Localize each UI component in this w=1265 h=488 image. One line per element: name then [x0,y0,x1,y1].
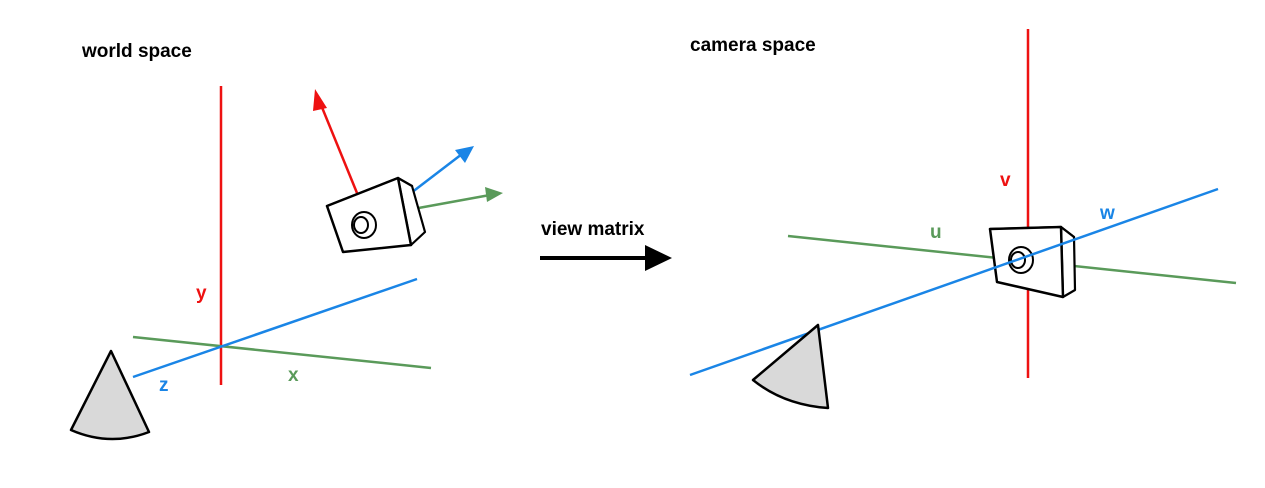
world-z-axis [132,277,418,379]
camera-w-axis [689,187,1219,377]
camera-right-arrowhead [485,187,503,202]
camera-up-arrowhead [313,89,327,111]
camera-space-camera [988,225,1077,299]
camera-forward-arrow-line [410,153,463,194]
world-camera-lens-inner [353,216,369,234]
camera-v-label: v [1000,170,1011,191]
camera-space-panel: camera space v u w [689,29,1237,410]
world-space-panel: world space y x z [69,41,503,441]
camera-right-arrow-line [412,193,491,211]
view-matrix-transform: view matrix [540,219,672,271]
camera-space-object-cone [751,323,830,410]
camera-forward-arrowhead [455,146,474,163]
camera-up-arrow-line [317,99,359,194]
world-space-title: world space [81,41,192,62]
camera-basis-arrows [313,89,503,211]
camera-space-title: camera space [690,35,816,56]
world-z-label: z [159,375,169,396]
world-x-axis [132,335,432,370]
world-x-label: x [288,365,299,386]
world-camera [325,176,427,254]
view-matrix-label: view matrix [541,219,645,240]
world-object-cone [69,349,151,441]
world-y-label: y [196,283,207,304]
view-matrix-arrowhead [645,245,672,271]
camera-w-label: w [1099,203,1115,224]
camera-u-label: u [930,222,942,243]
